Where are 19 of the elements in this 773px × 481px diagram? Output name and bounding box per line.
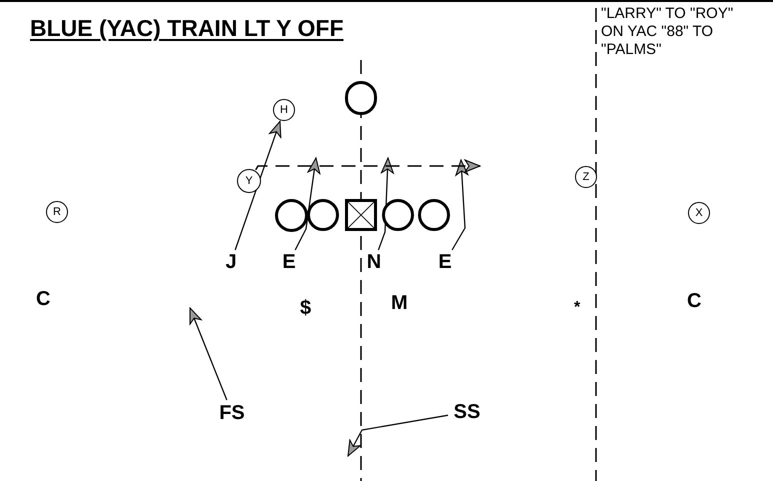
defender-letter: E: [436, 250, 454, 274]
defender-letter: N: [364, 250, 384, 274]
defender-letter: FS: [214, 400, 250, 426]
center-box: [345, 199, 377, 231]
route-arrow: [452, 160, 468, 250]
defender-letter: SS: [448, 399, 486, 425]
defender-letter: C: [36, 287, 50, 312]
defender-mark: *: [574, 298, 580, 318]
defender-letter: E: [280, 250, 298, 274]
defender-letter: $: [300, 296, 312, 321]
route-arrow: [347, 414, 448, 456]
dashed-arrow: [255, 160, 480, 172]
defender-letter: M: [391, 291, 408, 316]
play-note: "LARRY" TO "ROY" ON YAC "88" TO "PALMS": [601, 5, 734, 59]
defender-letter: C: [687, 289, 702, 314]
defender-letter: J: [222, 250, 240, 274]
route-arrow: [234, 120, 282, 250]
route-arrow: [189, 308, 228, 400]
play-title: BLUE (YAC) TRAIN LT Y OFF: [30, 14, 344, 43]
